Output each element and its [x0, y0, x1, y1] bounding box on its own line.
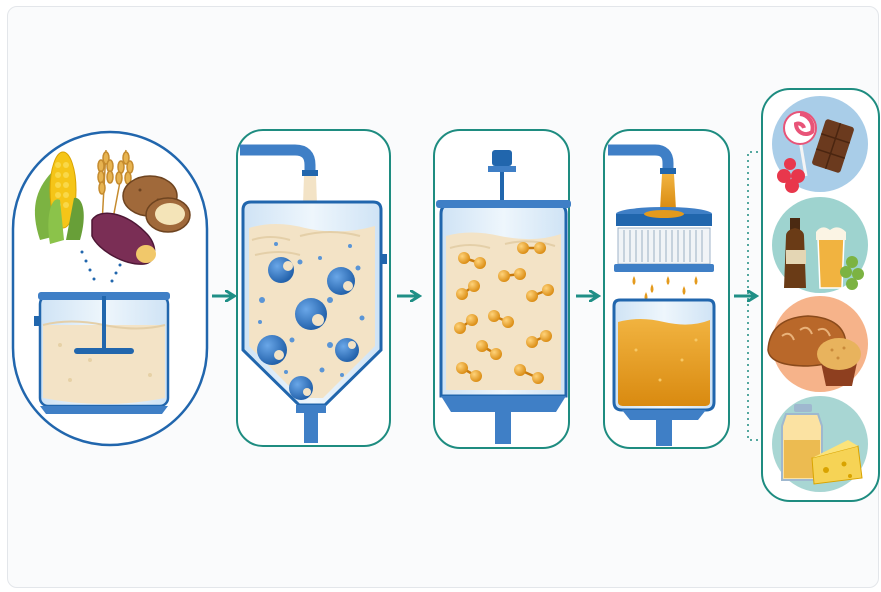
filter-icon — [614, 228, 714, 272]
stage-saccharification — [434, 130, 571, 448]
stage-end-products — [762, 89, 879, 501]
agitator-blade — [74, 348, 134, 354]
cheese-jar-icon — [772, 396, 868, 492]
stage-raw-starch — [13, 132, 207, 445]
stage-liquefaction — [237, 130, 390, 446]
stage-filtration — [604, 130, 729, 448]
slurry-mixing-tank — [34, 292, 170, 414]
saccharification-tank — [436, 200, 571, 444]
syrup-filtration-tank — [614, 207, 714, 446]
beer-icon — [772, 197, 868, 293]
